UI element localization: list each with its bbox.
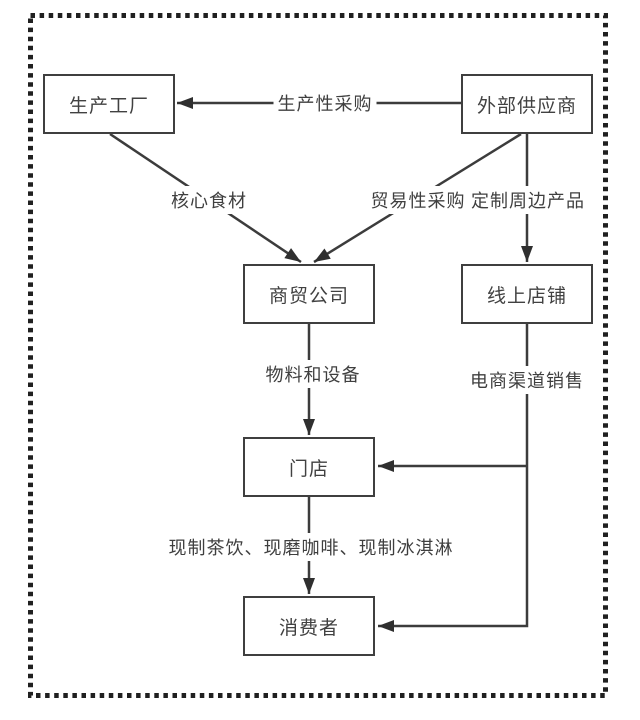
node-external-supplier: 外部供应商 xyxy=(461,74,593,134)
dotted-border xyxy=(28,13,608,698)
edge-label-fresh-products: 现制茶饮、现磨咖啡、现制冰淇淋 xyxy=(164,533,458,561)
arrow-online-to-consumer xyxy=(378,324,529,632)
edge-label-production-procurement: 生产性采购 xyxy=(273,89,377,117)
node-production-factory: 生产工厂 xyxy=(43,74,175,134)
node-online-store: 线上店铺 xyxy=(461,264,593,324)
node-consumer: 消费者 xyxy=(243,596,375,656)
edge-label-materials-equipment: 物料和设备 xyxy=(261,360,365,388)
node-trading-company: 商贸公司 xyxy=(243,264,375,324)
edge-label-trade-procurement: 贸易性采购 xyxy=(366,186,470,214)
node-retail-store: 门店 xyxy=(243,437,375,497)
edge-label-ecommerce-sales: 电商渠道销售 xyxy=(466,366,588,394)
edge-label-custom-merchandise: 定制周边产品 xyxy=(467,186,589,214)
edge-label-core-ingredients: 核心食材 xyxy=(167,186,251,214)
